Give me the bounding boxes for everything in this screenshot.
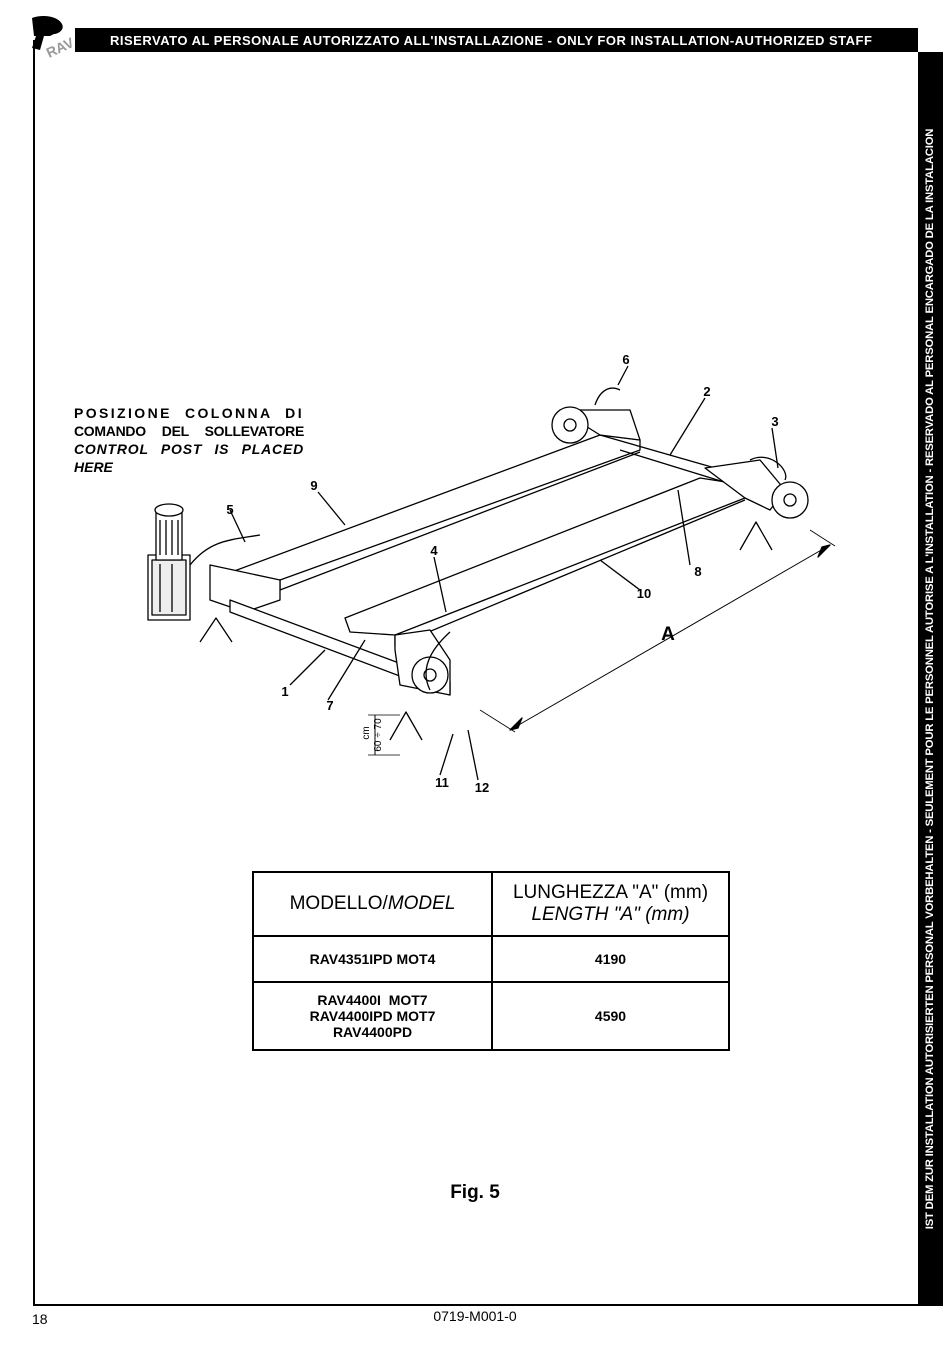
header-length-en: LENGTH "A" (mm) (531, 904, 690, 925)
label-6: 6 (622, 352, 629, 367)
page-number: 18 (32, 1311, 48, 1327)
control-post-callout: POSIZIONE COLONNA DI COMANDO DEL SOLLEVA… (74, 404, 304, 476)
model-name: RAV4400PD (332, 1024, 413, 1040)
table-header-row: MODELLO/MODEL LUNGHEZZA "A" (mm)LENGTH "… (252, 871, 730, 937)
label-9: 9 (310, 478, 317, 493)
label-2: 2 (703, 384, 710, 399)
length-cell: 4190 (491, 935, 730, 983)
frame-left-rule (33, 40, 35, 1306)
callout-line-1: POSIZIONE COLONNA DI (74, 405, 304, 421)
callout-line-2: COMANDO DEL SOLLEVATORE (74, 423, 304, 439)
table-row: RAV4400I MOT7 RAV4400IPD MOT7 RAV4400PD … (252, 981, 730, 1051)
label-10: 10 (637, 586, 651, 601)
header-banner-text: RISERVATO AL PERSONALE AUTORIZZATO ALL'I… (110, 32, 873, 48)
table-row: RAV4351IPD MOT4 4190 (252, 935, 730, 983)
svg-text:RAV: RAV (44, 34, 76, 61)
label-12: 12 (475, 780, 489, 795)
model-cell: RAV4351IPD MOT4 (252, 935, 493, 983)
label-4: 4 (430, 543, 438, 558)
label-11: 11 (435, 775, 449, 790)
side-banner-band (918, 52, 943, 1306)
model-cell: RAV4400I MOT7 RAV4400IPD MOT7 RAV4400PD (252, 981, 493, 1051)
label-7: 7 (326, 698, 333, 713)
model-name: RAV4400I MOT7 (317, 992, 428, 1008)
dimension-a-label: A (661, 624, 675, 645)
control-unit-drawing (147, 503, 191, 621)
header-model: MODELLO/MODEL (252, 871, 493, 937)
header-model-en: MODEL (387, 893, 456, 914)
model-name: RAV4351IPD MOT4 (309, 951, 436, 967)
label-5: 5 (226, 502, 233, 517)
label-3: 3 (771, 414, 778, 429)
part-labels: 6 2 3 5 4 9 8 10 1 7 11 12 A cm 60 ÷ 70 (226, 352, 778, 795)
side-banner-text: IST DEM ZUR INSTALLATION AUTORISIERTEN P… (924, 128, 937, 1230)
header-length: LUNGHEZZA "A" (mm)LENGTH "A" (mm) (491, 871, 730, 937)
length-spec-table: MODELLO/MODEL LUNGHEZZA "A" (mm)LENGTH "… (252, 871, 730, 1051)
lift-installation-drawing: 6 2 3 5 4 9 8 10 1 7 11 12 A cm 60 ÷ 70 (147, 352, 836, 795)
figure-caption: Fig. 5 (450, 1182, 500, 1203)
header-length-it: LUNGHEZZA "A" (mm) (512, 882, 709, 903)
label-8: 8 (694, 564, 701, 579)
rav-logo: RAV (32, 16, 76, 61)
frame-bottom-rule (33, 1304, 918, 1306)
document-code: 0719-M001-0 (433, 1308, 517, 1324)
callout-line-4: HERE (74, 459, 113, 475)
label-1: 1 (281, 684, 288, 699)
height-unit: cm (361, 726, 372, 739)
header-banner: RISERVATO AL PERSONALE AUTORIZZATO ALL'I… (75, 28, 918, 52)
header-model-it: MODELLO/ (289, 893, 388, 914)
model-name: RAV4400IPD MOT7 (309, 1008, 436, 1024)
length-cell: 4590 (491, 981, 730, 1051)
height-range: 60 ÷ 70 (373, 718, 384, 752)
callout-line-3: CONTROL POST IS PLACED (74, 441, 304, 457)
side-banner: IST DEM ZUR INSTALLATION AUTORISIERTEN P… (918, 52, 943, 1306)
